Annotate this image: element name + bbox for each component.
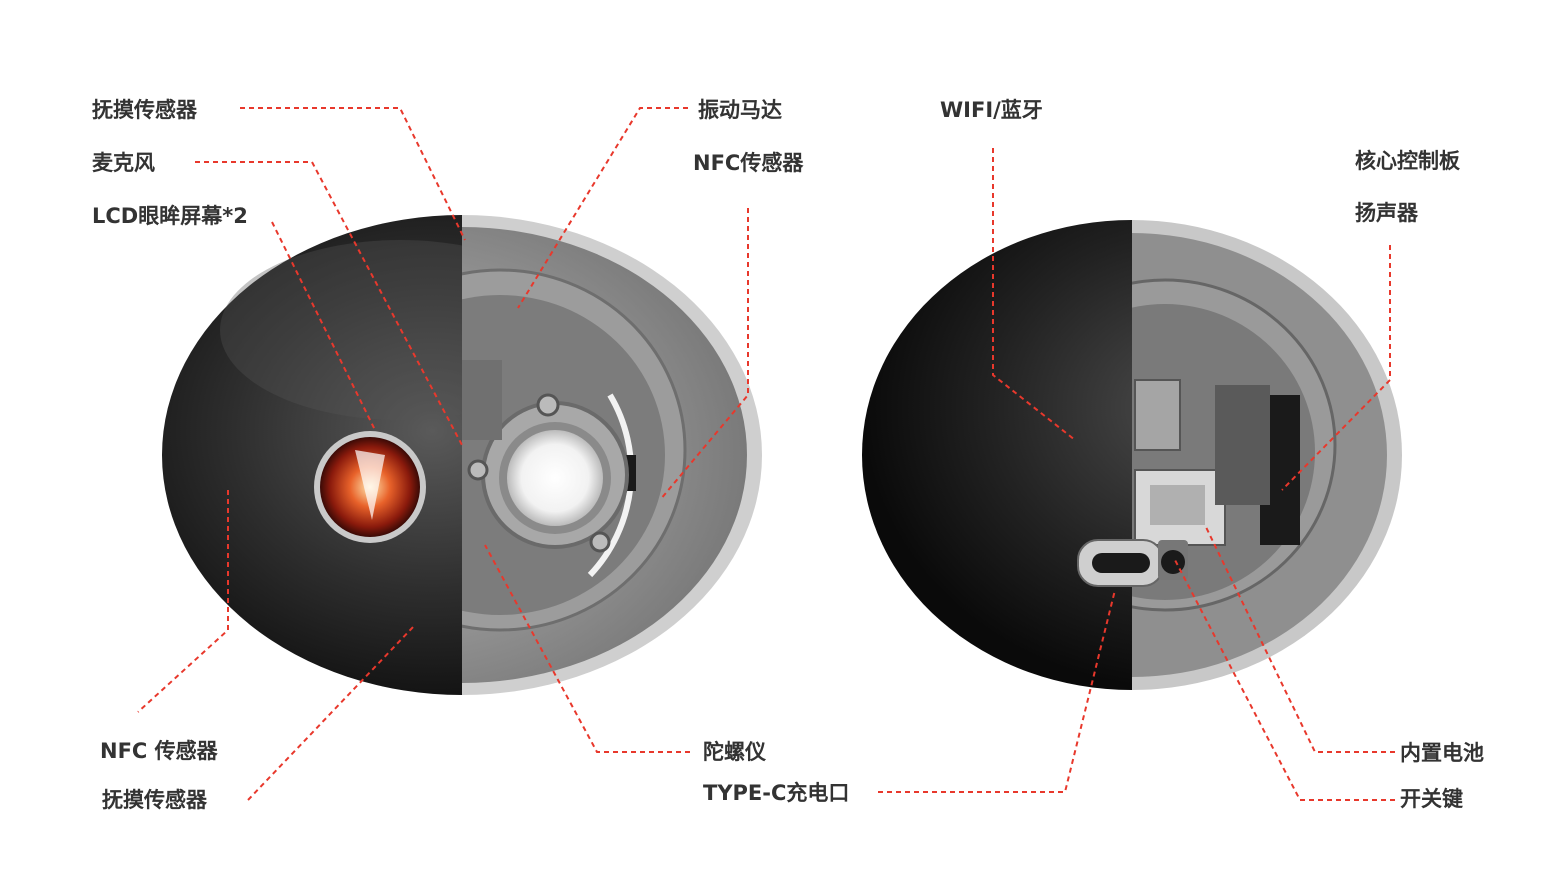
left-device bbox=[162, 215, 762, 695]
leader-gyroscope bbox=[484, 544, 690, 753]
label-power-switch: 开关键 bbox=[1400, 787, 1463, 811]
label-wifi-bluetooth: WIFI/蓝牙 bbox=[940, 98, 1043, 122]
label-microphone: 麦克风 bbox=[92, 151, 155, 175]
label-vibration-motor: 振动马达 bbox=[698, 98, 782, 122]
leader-microphone bbox=[195, 161, 463, 446]
label-nfc-sensor-bottom: NFC 传感器 bbox=[100, 739, 218, 763]
leader-nfc-bottom bbox=[137, 490, 229, 713]
type-c-port-graphic bbox=[1077, 539, 1164, 587]
leader-core-board bbox=[1281, 245, 1391, 491]
right-device-fur-half bbox=[862, 220, 1132, 690]
leader-type-c bbox=[878, 589, 1116, 793]
right-device bbox=[862, 220, 1402, 690]
label-core-control-board: 核心控制板 bbox=[1355, 149, 1460, 173]
label-touch-sensor-top: 抚摸传感器 bbox=[92, 98, 197, 122]
label-speaker: 扬声器 bbox=[1355, 201, 1418, 225]
right-device-shell-half bbox=[1132, 220, 1402, 690]
label-gyroscope: 陀螺仪 bbox=[703, 740, 766, 764]
leader-touch-sensor-bottom bbox=[247, 624, 416, 801]
lcd-eye bbox=[314, 431, 426, 543]
label-touch-sensor-bottom: 抚摸传感器 bbox=[102, 788, 207, 812]
label-nfc-sensor-right: NFC传感器 bbox=[693, 151, 804, 175]
leader-wifi bbox=[992, 148, 1076, 441]
left-device-fur-half bbox=[162, 215, 462, 695]
left-device-shell-half bbox=[462, 215, 762, 695]
leader-vibration-motor bbox=[517, 107, 688, 309]
label-battery: 内置电池 bbox=[1400, 741, 1484, 765]
power-switch-graphic bbox=[1158, 540, 1188, 580]
leader-power-switch bbox=[1174, 559, 1395, 801]
label-lcd-eye-screen: LCD眼眸屏幕*2 bbox=[92, 204, 248, 228]
leader-lines bbox=[137, 107, 1395, 801]
label-type-c-port: TYPE-C充电口 bbox=[703, 781, 850, 805]
leader-lcd-eye bbox=[271, 221, 376, 431]
